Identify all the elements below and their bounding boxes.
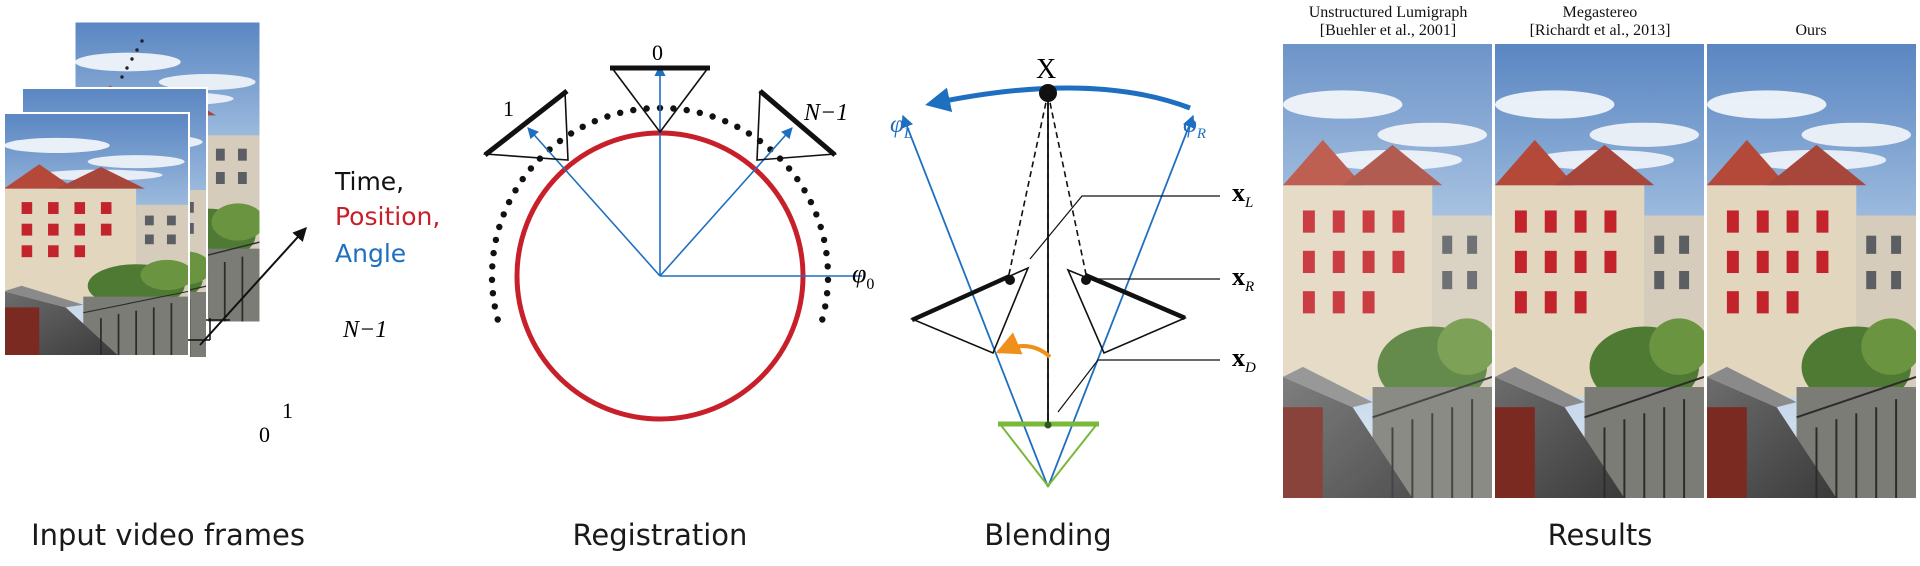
arc-dot <box>490 249 497 257</box>
label-x-L: xL <box>1232 178 1253 211</box>
arc-dot <box>696 109 703 117</box>
arc-dot <box>643 105 650 112</box>
arc-dot <box>734 123 741 130</box>
result-header-megastereo: Megastereo [Richardt et al., 2013] <box>1530 4 1671 40</box>
arc-dot <box>817 223 824 231</box>
label-phi-L: φL <box>890 111 912 142</box>
arc-dot <box>512 187 519 194</box>
camera-label-1: 1 <box>503 96 514 121</box>
arc-dot <box>722 118 729 125</box>
registration-panel: 0 1 N−1 φ0 <box>482 40 874 422</box>
arc-dot <box>496 223 503 231</box>
arc-dot <box>813 211 820 218</box>
arc-dot <box>556 137 564 145</box>
arc-dot <box>822 303 829 310</box>
arc-dot <box>494 316 501 323</box>
result-image-ours <box>1707 44 1916 498</box>
arc-dot <box>567 130 575 137</box>
arc-dot <box>489 290 497 297</box>
result-image-megastereo <box>1495 44 1704 498</box>
result-header-megastereo-cite: [Richardt et al., 2013] <box>1529 22 1671 39</box>
axis-word-time: Time, <box>334 167 404 196</box>
arc-dot <box>820 236 828 244</box>
arc-dot <box>519 175 526 183</box>
arc-dot <box>491 303 498 310</box>
arc-dot <box>505 198 513 206</box>
result-header-megastereo-title: Megastereo <box>1562 4 1638 21</box>
arc-dot <box>489 263 496 270</box>
arc-dot <box>745 130 753 137</box>
arc-dot <box>794 175 801 183</box>
camera-label-n-minus-1: N−1 <box>803 100 848 126</box>
label-X: X <box>1036 54 1056 85</box>
arc-dot <box>630 106 637 114</box>
camera-top <box>610 65 710 134</box>
frame-axis-arrow <box>199 226 307 346</box>
stack-ellipsis-dots <box>120 39 144 79</box>
result-header-lumigraph-title: Unstructured Lumigraph <box>1308 4 1468 21</box>
arc-dot <box>683 106 690 114</box>
label-x-D: xD <box>1232 343 1256 376</box>
arc-dot <box>670 105 677 112</box>
angle-label-phi0: φ0 <box>852 259 874 293</box>
results-panel <box>1283 44 1916 498</box>
arc-dot <box>500 211 507 218</box>
result-header-ours: Ours <box>1795 22 1826 40</box>
camera-right <box>756 89 838 161</box>
point-x <box>1039 84 1057 102</box>
camera-label-0: 0 <box>652 40 663 65</box>
camera-left <box>482 89 569 161</box>
dotted-arc <box>488 104 832 323</box>
arc-dot <box>823 290 831 297</box>
label-phi-R: φR <box>1183 111 1206 142</box>
arc-dot <box>591 118 598 125</box>
leader-lines <box>1029 195 1220 413</box>
caption-registration: Registration <box>572 518 748 552</box>
interpolation-arrow <box>995 332 1052 359</box>
registration-rays <box>527 64 862 277</box>
frame-label-1: 1 <box>282 398 293 423</box>
arc-dot <box>492 236 500 244</box>
arc-dot <box>785 165 793 172</box>
arc-dot <box>824 263 831 270</box>
blending-panel: X φL φR xL xR xD <box>890 54 1256 488</box>
arc-dot <box>604 113 611 120</box>
caption-results: Results <box>1547 518 1653 552</box>
arc-dot <box>709 113 716 120</box>
result-header-lumigraph-cite: [Buehler et al., 2001] <box>1319 22 1457 39</box>
arc-dot <box>488 276 496 283</box>
axis-word-position: Position, <box>335 202 440 231</box>
camera-right-blend <box>1066 268 1188 355</box>
frame-label-0: 0 <box>259 422 270 447</box>
caption-blending: Blending <box>984 518 1112 552</box>
frame-label-n-minus-1: N−1 <box>342 317 387 343</box>
angle-arc <box>925 85 1191 113</box>
axis-word-angle: Angle <box>335 239 406 268</box>
arc-dot <box>801 187 808 194</box>
arc-dot <box>617 109 624 117</box>
camera-left-blend <box>909 266 1030 355</box>
arc-dot <box>807 198 815 206</box>
video-frame-front <box>4 113 189 356</box>
label-x-R: xR <box>1232 262 1254 295</box>
result-header-lumigraph: Unstructured Lumigraph [Buehler et al., … <box>1309 4 1468 40</box>
arc-dot <box>819 316 826 323</box>
result-header-ours-title: Ours <box>1795 22 1827 39</box>
arc-dot <box>824 276 832 283</box>
desired-camera <box>997 421 1100 488</box>
arc-dot <box>527 165 535 172</box>
input-frames-panel: 0 1 N−1 Time, Position, Angle <box>3 21 440 447</box>
arc-dot <box>823 249 830 257</box>
arc-dot <box>579 123 586 130</box>
caption-input-video-frames: Input video frames <box>31 518 305 552</box>
